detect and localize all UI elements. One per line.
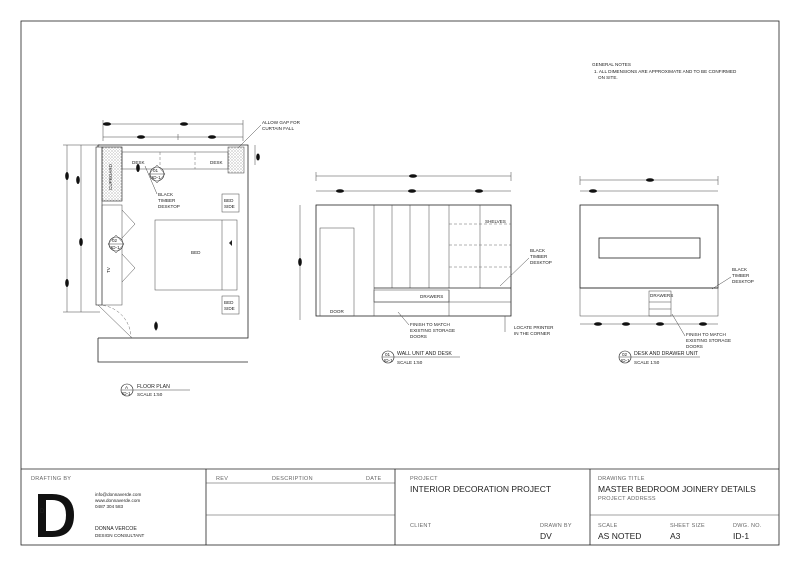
desk-finish-1: FINISH TO MATCH [686, 332, 726, 337]
general-notes: GENERAL NOTES 1. ALL DIMENSIONS ARE APPR… [592, 62, 737, 80]
wall-timber-3: DESKTOP [530, 260, 552, 265]
plan-marker-2-num: 02 [112, 238, 118, 243]
wall-drawers-label: DRAWERS [420, 294, 443, 299]
plan-marker-1-ref: ID-1 [152, 175, 161, 180]
company-phone: 0487 304 583 [95, 504, 124, 509]
wall-shelves-label: SHELVES [485, 219, 506, 224]
plan-marker-1-num: 01 [153, 168, 159, 173]
wall-caption-ref: ID-1 [384, 358, 393, 363]
client-label: CLIENT [410, 523, 432, 529]
sheet-size-value: A3 [670, 531, 681, 541]
bedside-2-line-2: SIDE [224, 306, 235, 311]
company-web: www.donnaverde.com [95, 498, 140, 503]
wall-unit-elevation: SHELVES DRAWERS DOOR BLACK TIMBER DESKTO… [298, 172, 554, 365]
plan-timber-3: DESKTOP [158, 204, 180, 209]
wall-finish-2: EXISTING STORAGE [410, 328, 455, 333]
company-name: DONNA VERCOE [95, 526, 137, 532]
desk-finish-2: EXISTING STORAGE [686, 338, 731, 343]
logo-letter: D [40, 509, 45, 515]
project-address-label: PROJECT ADDRESS [598, 496, 656, 502]
dwg-no-value: ID-1 [733, 531, 749, 541]
desk-timber-3: DESKTOP [732, 279, 754, 284]
general-notes-title: GENERAL NOTES [592, 62, 631, 67]
bedside-1-line-2: SIDE [224, 204, 235, 209]
wall-printer-2: IN THE CORNER [514, 331, 551, 336]
gap-note-2: CURTAIN FALL [262, 126, 294, 131]
drawn-by-label: DRAWN BY [540, 523, 572, 529]
desk-drawers-label: DRAWERS [650, 293, 673, 298]
wall-timber-1: BLACK [530, 248, 546, 253]
desk-caption-title: DESK AND DRAWER UNIT [634, 351, 699, 357]
wall-finish-3: DOORS [410, 334, 427, 339]
drawn-by-value: DV [540, 531, 552, 541]
floor-plan-caption-letter: A [125, 385, 129, 390]
scale-label: SCALE [598, 523, 618, 529]
project-label: PROJECT [410, 476, 438, 482]
company-subtitle: DESIGN CONSULTANT [95, 533, 145, 538]
company-logo: D [38, 494, 74, 537]
title-block: DRAFTING BY D info@donnaverde.com www.do… [21, 468, 779, 545]
description-header: DESCRIPTION [272, 476, 313, 482]
project-value: INTERIOR DECORATION PROJECT [410, 484, 551, 494]
wall-caption-num: 01 [385, 352, 391, 357]
desk-timber-2: TIMBER [732, 273, 750, 278]
rev-header: REV [216, 476, 228, 482]
drafting-by-label: DRAFTING BY [31, 476, 71, 482]
gap-note-1: ALLOW GAP FOR [262, 120, 301, 125]
floor-plan: CUPBOARD DESK DESK ALLOW GAP FOR CURTAIN… [63, 120, 301, 397]
bed-label: BED [191, 250, 201, 255]
dwg-no-label: DWG. NO. [733, 523, 762, 529]
desk-label-2: DESK [210, 160, 223, 165]
desk-timber-1: BLACK [732, 267, 748, 272]
drawing-title-label: DRAWING TITLE [598, 476, 645, 482]
plan-timber-2: TIMBER [158, 198, 176, 203]
company-email: info@donnaverde.com [95, 492, 141, 497]
desk-caption-ref: ID-1 [621, 358, 630, 363]
floor-plan-caption-scale: SCALE 1:50 [137, 392, 163, 397]
desk-finish-3: DOORS [686, 344, 703, 349]
sheet-border [20, 20, 780, 546]
date-header: DATE [366, 476, 381, 482]
floor-plan-caption-ref: ID-1 [122, 391, 131, 396]
tv-label: TV [106, 266, 111, 273]
wall-finish-1: FINISH TO MATCH [410, 322, 450, 327]
bedside-2-line-1: BED [224, 300, 234, 305]
wall-door-label: DOOR [330, 309, 344, 314]
desk-drawer-elevation: DRAWERS BLACK TIMBER DESKTOP FINISH TO M… [579, 176, 754, 365]
wall-printer-1: LOCATE PRINTER [514, 325, 554, 330]
plan-timber-1: BLACK [158, 192, 174, 197]
desk-caption-scale: SCALE 1:50 [634, 360, 660, 365]
cupboard-label: CUPBOARD [108, 163, 113, 190]
bedside-1-line-1: BED [224, 198, 234, 203]
general-notes-line-2: ON SITE. [598, 75, 618, 80]
desk-label-1: DESK [132, 160, 145, 165]
sheet-size-label: SHEET SIZE [670, 523, 705, 529]
drawing-title-value: MASTER BEDROOM JOINERY DETAILS [598, 484, 756, 494]
floor-plan-caption-title: FLOOR PLAN [137, 384, 170, 390]
scale-value: AS NOTED [598, 531, 641, 541]
wall-caption-title: WALL UNIT AND DESK [397, 351, 452, 357]
general-notes-line-1: 1. ALL DIMENSIONS ARE APPROXIMATE AND TO… [594, 69, 737, 74]
wall-timber-2: TIMBER [530, 254, 548, 259]
plan-marker-2-ref: ID-1 [111, 245, 120, 250]
wall-caption-scale: SCALE 1:50 [397, 360, 423, 365]
desk-caption-num: 02 [622, 352, 628, 357]
